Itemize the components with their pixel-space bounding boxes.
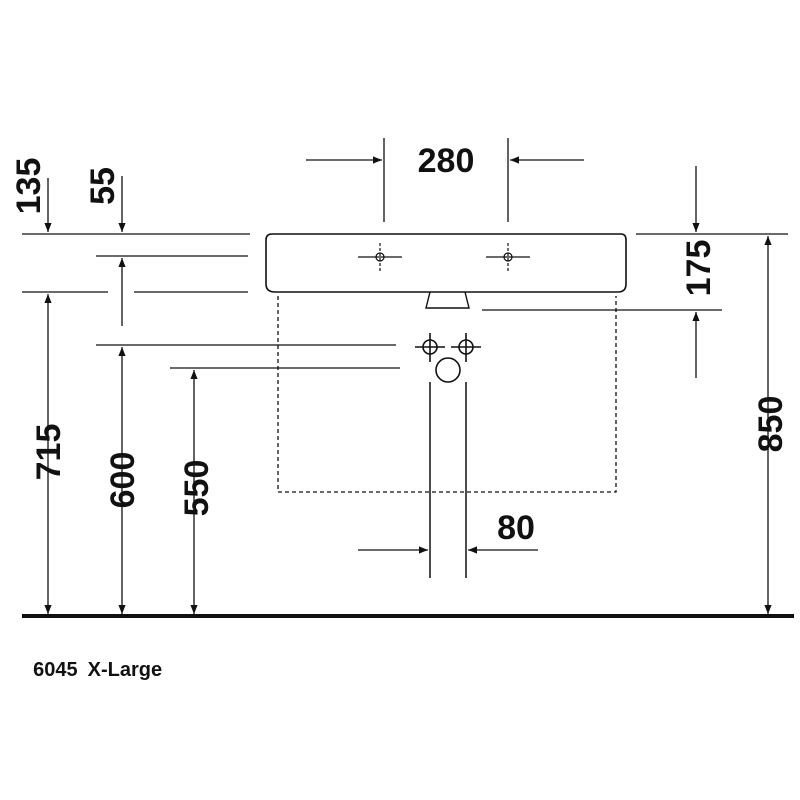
tap-hole-left xyxy=(358,243,402,271)
tap-hole-right xyxy=(486,243,530,271)
vanity-dashed-outline xyxy=(277,296,617,493)
supply-connections xyxy=(415,333,481,383)
dim-label-715: 715 xyxy=(30,424,68,481)
dim-label-175: 175 xyxy=(680,240,718,297)
dim-label-55: 55 xyxy=(84,167,122,205)
dimension-labels: 135 55 280 175 715 600 550 850 80 xyxy=(10,142,790,547)
model-number: 6045 xyxy=(33,659,78,681)
dim-label-135: 135 xyxy=(10,158,48,215)
dim-label-600: 600 xyxy=(104,452,142,509)
dim-label-80: 80 xyxy=(497,509,535,547)
basin-outline xyxy=(265,233,627,293)
model-caption: 6045 X-Large xyxy=(22,636,162,682)
dim-label-280: 280 xyxy=(418,142,475,180)
dim-label-850: 850 xyxy=(752,396,790,453)
extension-lines xyxy=(22,138,788,369)
dimension-arrows xyxy=(44,156,772,614)
drain-outlet xyxy=(425,291,470,309)
dim-label-550: 550 xyxy=(178,460,216,517)
model-size: X-Large xyxy=(87,659,163,681)
